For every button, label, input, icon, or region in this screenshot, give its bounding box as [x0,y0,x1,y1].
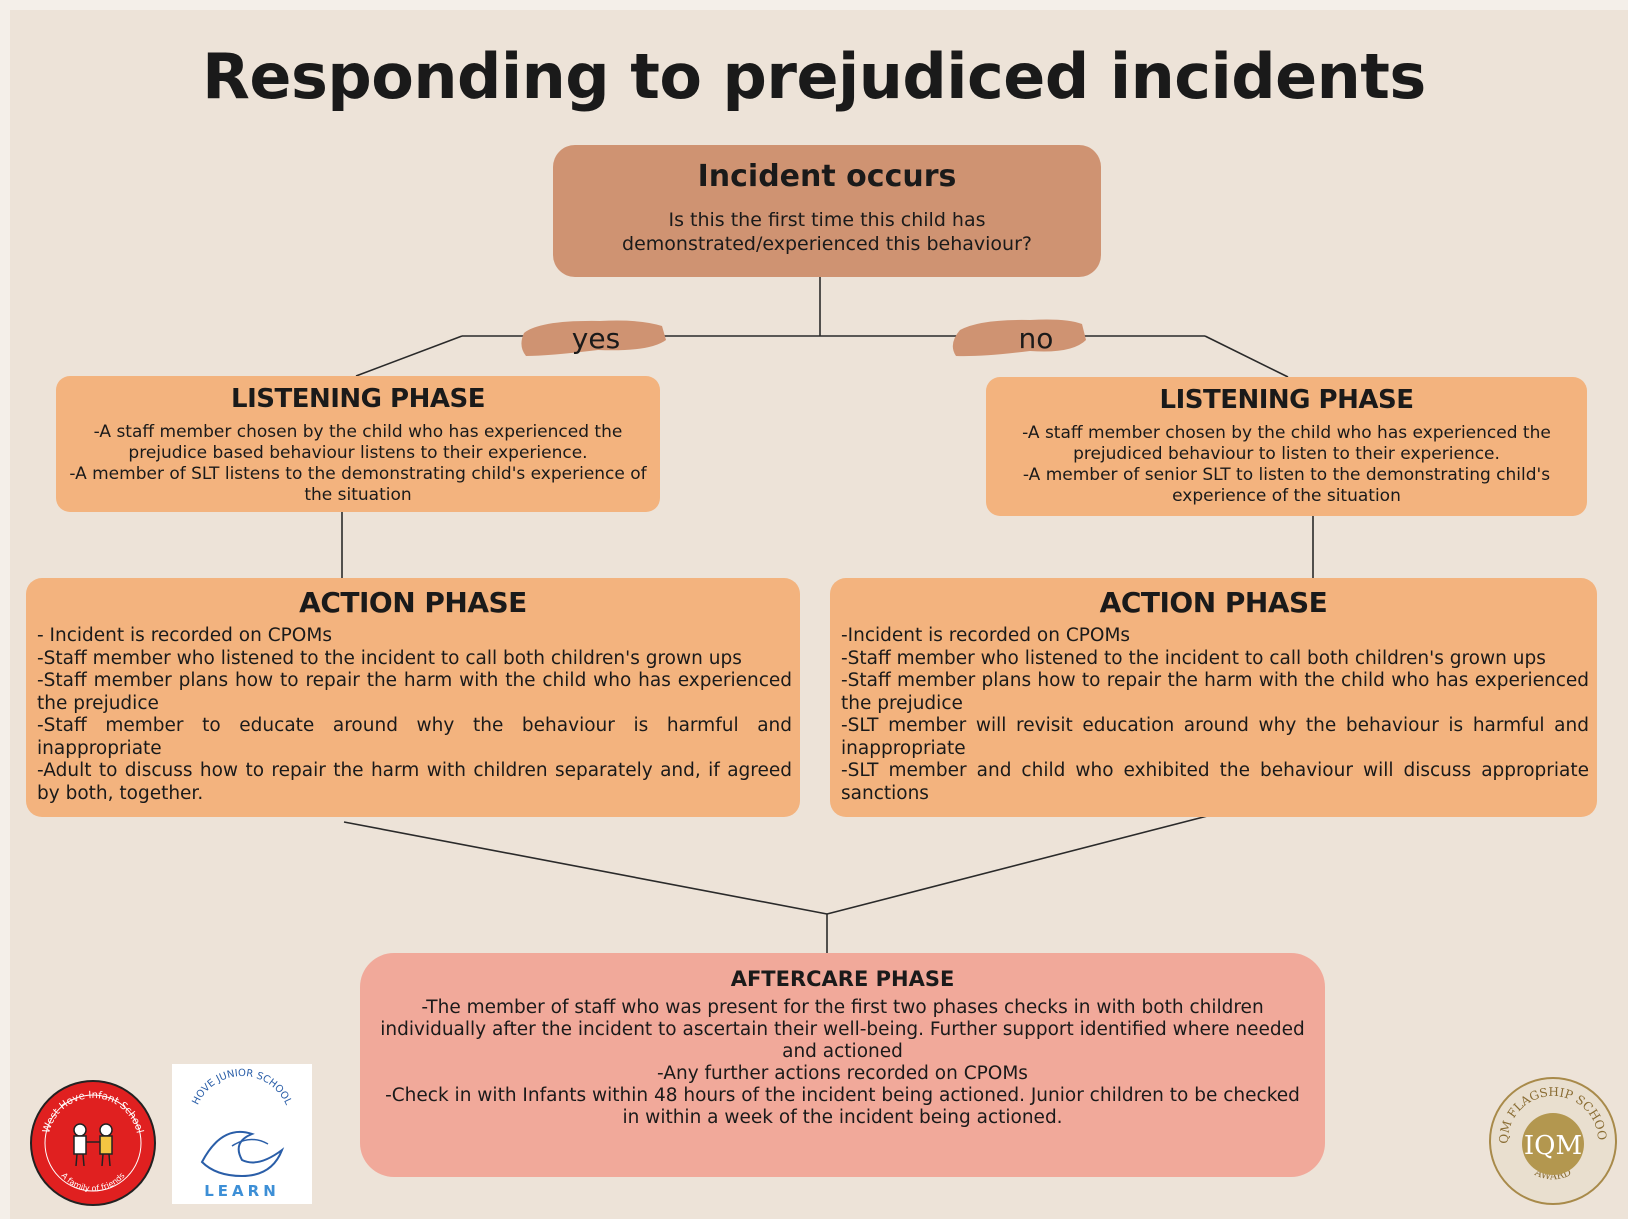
svg-text:LEARN: LEARN [204,1182,280,1200]
right-action-line: -Staff member who listened to the incide… [841,647,1546,669]
left-action-line: -Staff member to educate around why the … [37,715,792,759]
left-action-line: - Incident is recorded on CPOMs [37,625,332,646]
right-action-line: -SLT member and child who exhibited the … [841,760,1589,804]
left-action-heading: ACTION PHASE [299,586,527,619]
right-action-line: -Staff member plans how to repair the ha… [841,670,1589,714]
left-action-line: -Staff member plans how to repair the ha… [37,670,792,714]
aftercare-line: -Check in with Infants within 48 hours o… [385,1085,1300,1128]
right-listening-line: -A staff member chosen by the child who … [1022,423,1551,464]
left-listening-line: -A member of SLT listens to the demonstr… [69,464,647,505]
right-listening-text: -A staff member chosen by the child who … [992,423,1581,507]
no-label: no [1018,322,1054,355]
right-action-text: -Incident is recorded on CPOMs -Staff me… [841,625,1589,805]
right-action-phase: ACTION PHASE -Incident is recorded on CP… [830,578,1597,817]
right-listening-line: -A member of senior SLT to listen to the… [1022,465,1551,506]
left-action-line: -Staff member who listened to the incide… [37,647,742,669]
incident-heading: Incident occurs [697,159,957,194]
left-listening-heading: LISTENING PHASE [231,384,485,414]
left-action-line: -Adult to discuss how to repair the harm… [37,760,792,804]
aftercare-text: -The member of staff who was present for… [380,997,1305,1129]
left-listening-line: -A staff member chosen by the child who … [93,422,623,463]
aftercare-heading: AFTERCARE PHASE [730,967,955,991]
left-action-text: - Incident is recorded on CPOMs -Staff m… [37,625,792,805]
right-action-line: -SLT member will revisit education aroun… [841,715,1589,759]
iqm-award-badge: IQM FLAGSHIP SCHOOL AWARD IQM [1486,1074,1617,1205]
left-action-phase: ACTION PHASE - Incident is recorded on C… [26,578,800,817]
aftercare-line: -Any further actions recorded on CPOMs [657,1063,1028,1084]
right-action-line: -Incident is recorded on CPOMs [841,625,1131,646]
right-action-heading: ACTION PHASE [1099,586,1328,619]
yes-label: yes [571,322,621,355]
aftercare-line: -The member of staff who was present for… [380,997,1305,1062]
incident-question: Is this the first time this child has de… [622,209,1032,255]
junior-school-logo: HOVE JUNIOR SCHOOL LEARN [172,1064,312,1204]
yes-brush-stroke [521,320,666,356]
aftercare-phase: AFTERCARE PHASE -The member of staff who… [360,953,1325,1177]
incident-box: Incident occurs Is this the first time t… [553,145,1101,277]
left-listening-text: -A staff member chosen by the child who … [62,422,654,506]
svg-text:IQM: IQM [1524,1131,1582,1161]
infant-school-logo: West Hove Infant School A family of frie… [30,1080,156,1206]
left-listening-phase: LISTENING PHASE -A staff member chosen b… [56,376,660,512]
right-listening-phase: LISTENING PHASE -A staff member chosen b… [986,377,1587,516]
right-listening-heading: LISTENING PHASE [1159,385,1414,415]
page-title: Responding to prejudiced incidents [202,40,1426,113]
no-brush-stroke [952,319,1086,357]
